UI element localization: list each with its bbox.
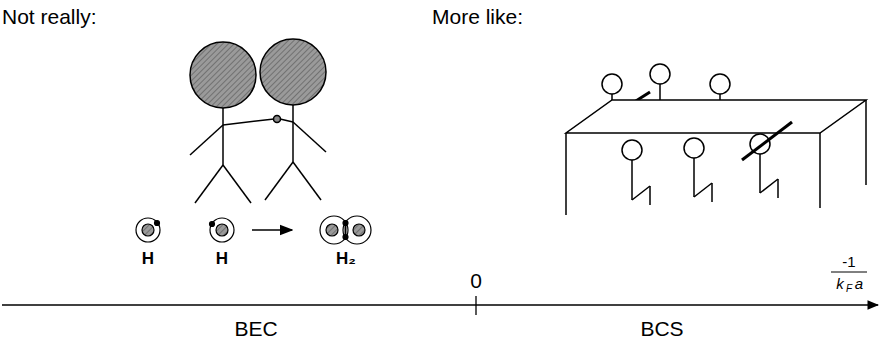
axis-denominator: k <box>836 276 844 291</box>
stick-figures <box>190 39 326 203</box>
axis-numerator: -1 <box>842 254 855 269</box>
panel-heading: More like: <box>432 6 523 27</box>
panel-heading: Not really: <box>2 6 97 27</box>
axis-tick-label: 0 <box>470 270 482 291</box>
atom-label: H <box>142 250 154 267</box>
dinner-table <box>566 64 866 215</box>
molecule-label: H₂ <box>336 250 356 267</box>
axis-subscript: F <box>846 284 852 294</box>
hydrogen-atoms <box>136 216 371 244</box>
regime-label: BEC <box>234 318 277 339</box>
axis <box>2 272 878 315</box>
axis-denominator: a <box>855 276 863 291</box>
atom-label: H <box>216 250 228 267</box>
regime-label: BCS <box>640 318 683 339</box>
